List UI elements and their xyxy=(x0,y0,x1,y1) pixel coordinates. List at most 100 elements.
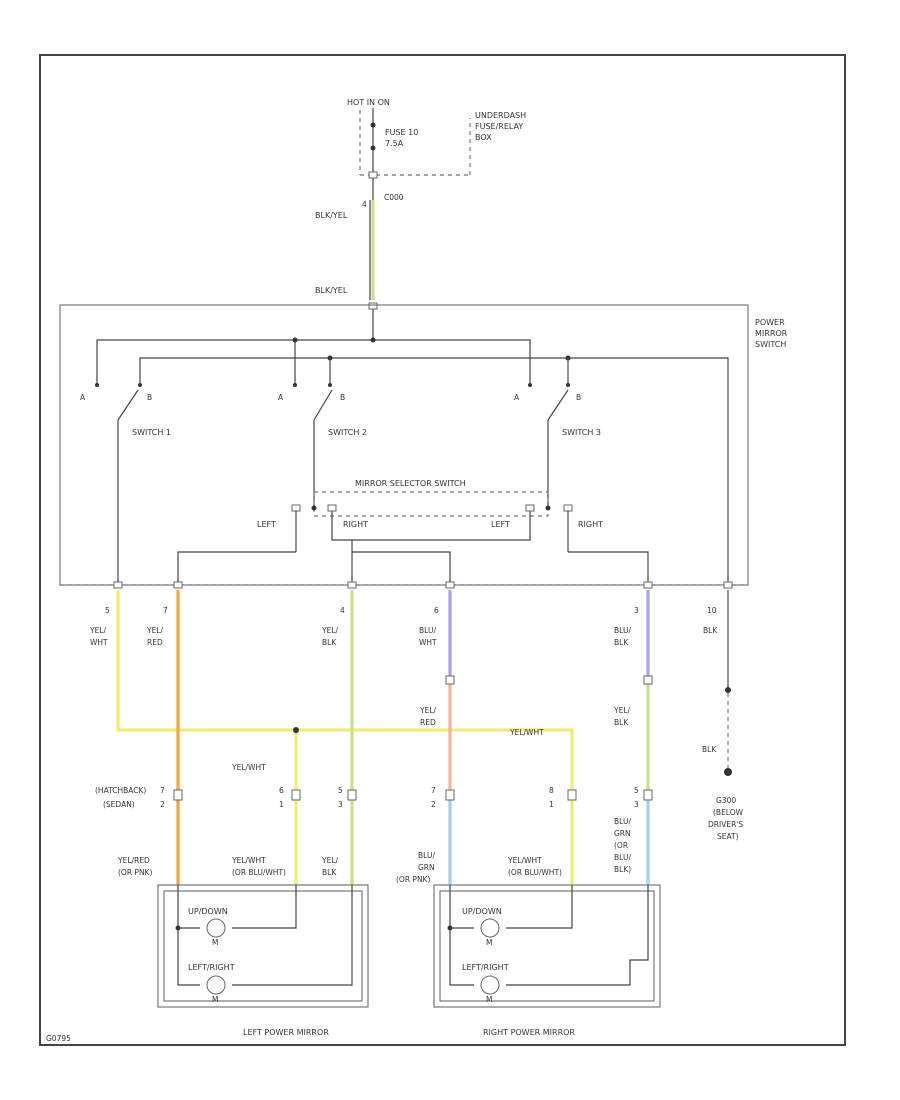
right-w3-4: BLU/ xyxy=(614,853,631,862)
left-w2-2: (OR BLU/WHT) xyxy=(232,868,286,877)
ground-label-2: (BELOW xyxy=(713,808,744,817)
sw3-a-contact xyxy=(528,383,532,387)
selector-right2-terminal xyxy=(563,504,573,512)
switch-3-blade xyxy=(547,389,569,421)
pin-5-color-1: YEL/ xyxy=(89,626,106,635)
ground-label-3: DRIVER'S xyxy=(708,820,743,829)
route-right1-left2 xyxy=(331,534,531,541)
left-leftright-motor xyxy=(206,975,226,995)
right-w1-3: (OR PNK) xyxy=(396,875,430,884)
selector-left1-label: LEFT xyxy=(257,520,276,529)
mid-yelblk-1: YEL/ xyxy=(613,706,630,715)
left-hatch-label: (HATCHBACK) xyxy=(95,786,146,795)
pin-5-terminal xyxy=(113,581,123,589)
fuse-section: HOT IN ON FUSE 10 7.5A UNDERDASH FUSE/RE… xyxy=(347,98,526,209)
power-mirror-switch: POWER MIRROR SWITCH A B SWITCH 1 A B xyxy=(59,304,788,589)
mid-yelred-1: YEL/ xyxy=(419,706,436,715)
mid-yelred-2: RED xyxy=(420,718,436,727)
left-w2-1: YEL/WHT xyxy=(231,856,266,865)
right-w1-2: GRN xyxy=(418,863,435,872)
left-updown-wire-b xyxy=(232,885,297,929)
left-yw-pin2: 1 xyxy=(279,800,284,809)
right-conn-3 xyxy=(643,789,653,801)
pin-4-color-2: BLK xyxy=(322,638,337,647)
wire-yel-wht-bus xyxy=(296,728,574,790)
left-sedan-pin: 2 xyxy=(160,800,165,809)
switch-1: A B SWITCH 1 xyxy=(80,389,171,585)
fusebox-label-3: BOX xyxy=(475,133,492,142)
pin-10-num: 10 xyxy=(707,606,717,615)
bus-a-line xyxy=(96,339,531,385)
left-mirror-title: LEFT POWER MIRROR xyxy=(243,1028,329,1037)
sw2-a-contact xyxy=(293,383,297,387)
right-updown-wire-b xyxy=(506,885,573,929)
left-conn-yelwht xyxy=(291,789,301,801)
right-w3-5: BLK) xyxy=(614,865,631,874)
ground-circuit: BLK G300 (BELOW DRIVER'S SEAT) xyxy=(702,590,744,841)
left-yb-pin2: 3 xyxy=(338,800,343,809)
pin-3-color-2: BLK xyxy=(614,638,629,647)
selector-left2-terminal xyxy=(525,504,535,512)
mirror-selector-switch: MIRROR SELECTOR SWITCH LEFT RIGHT LEFT R… xyxy=(177,479,649,585)
left-w1-1: YEL/RED xyxy=(117,856,150,865)
right-mirror-inner xyxy=(439,890,655,1002)
switch-2-a: A xyxy=(278,393,284,402)
right-m1-motor: M xyxy=(486,938,492,947)
pin-4-num: 4 xyxy=(340,606,345,615)
pin-4-terminal xyxy=(347,581,357,589)
mirror-connector-labels: (HATCHBACK) (SEDAN) 7 2 6 1 5 3 7 2 8 1 … xyxy=(95,786,639,809)
sw3-b-contact xyxy=(566,383,570,387)
switch-1-blade xyxy=(117,389,139,421)
sw2-b-contact xyxy=(328,383,332,387)
pin-10-terminal xyxy=(723,581,733,589)
pin-6-terminal xyxy=(445,581,455,589)
right-p2-1: 8 xyxy=(549,786,554,795)
switch-3-label: SWITCH 3 xyxy=(562,428,601,437)
hot-label: HOT IN ON xyxy=(347,98,390,107)
ground-wire-label: BLK xyxy=(702,745,717,754)
left-updown-motor xyxy=(206,918,226,938)
left-mirror-housing xyxy=(157,884,369,1008)
bus-b-line xyxy=(139,357,729,585)
right-w3-1: BLU/ xyxy=(614,817,631,826)
right-w2-2: (OR BLU/WHT) xyxy=(508,868,562,877)
pin-7-color-1: YEL/ xyxy=(146,626,163,635)
selector-left1-terminal xyxy=(291,504,301,512)
left-m1-label: UP/DOWN xyxy=(188,907,228,916)
route-to-pin6 xyxy=(352,551,451,585)
right-leftright-wire-b xyxy=(506,885,649,986)
inline-conn-pin3 xyxy=(643,675,653,685)
selector-left2-label: LEFT xyxy=(491,520,510,529)
pin-10-color: BLK xyxy=(703,626,718,635)
right-w1-1: BLU/ xyxy=(418,851,435,860)
switch-2-blade xyxy=(313,389,333,421)
pin-3-color-1: BLU/ xyxy=(614,626,631,635)
left-w3-2: BLK xyxy=(322,868,337,877)
left-mirror-inner xyxy=(163,890,363,1002)
pin-5-num: 5 xyxy=(105,606,110,615)
switch-title-1: POWER xyxy=(755,318,785,327)
left-w3-1: YEL/ xyxy=(321,856,338,865)
switch-title-2: MIRROR xyxy=(755,329,788,338)
selector-right1-terminal xyxy=(327,504,337,512)
fuse-connector-pin: 4 xyxy=(362,200,367,209)
right-p1-1: 7 xyxy=(431,786,436,795)
wire-yel-wht-pin5 xyxy=(116,590,296,732)
left-common-wire xyxy=(177,885,200,986)
left-hatch-pin: 7 xyxy=(160,786,165,795)
route-right2-to-pin3 xyxy=(568,551,649,585)
inline-connectors xyxy=(173,675,653,801)
right-power-mirror: BLU/ GRN (OR PNK) YEL/WHT (OR BLU/WHT) B… xyxy=(396,817,661,1037)
left-m2-motor: M xyxy=(212,995,218,1004)
right-common-wire xyxy=(449,885,474,986)
switch-1-a: A xyxy=(80,393,86,402)
ground-splice xyxy=(725,687,731,693)
switch-input-terminal xyxy=(368,302,378,310)
switch-pin-labels: 5 YEL/ WHT 7 YEL/ RED 4 YEL/ BLK 6 BLU/ … xyxy=(89,606,718,647)
fuse-terminal-top xyxy=(370,122,376,128)
feed-lower-label: BLK/YEL xyxy=(315,286,348,295)
right-conn-2 xyxy=(567,789,577,801)
pin-5-color-2: WHT xyxy=(90,638,108,647)
sw1-b-contact xyxy=(138,383,142,387)
